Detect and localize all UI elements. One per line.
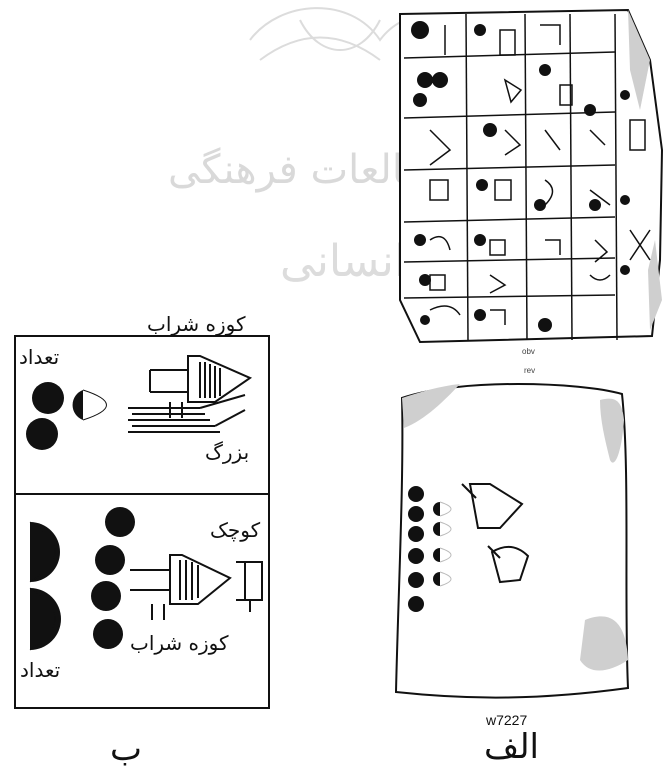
tablet-id: w7227 bbox=[486, 712, 527, 728]
panel-alef-caption: الف bbox=[484, 730, 539, 764]
